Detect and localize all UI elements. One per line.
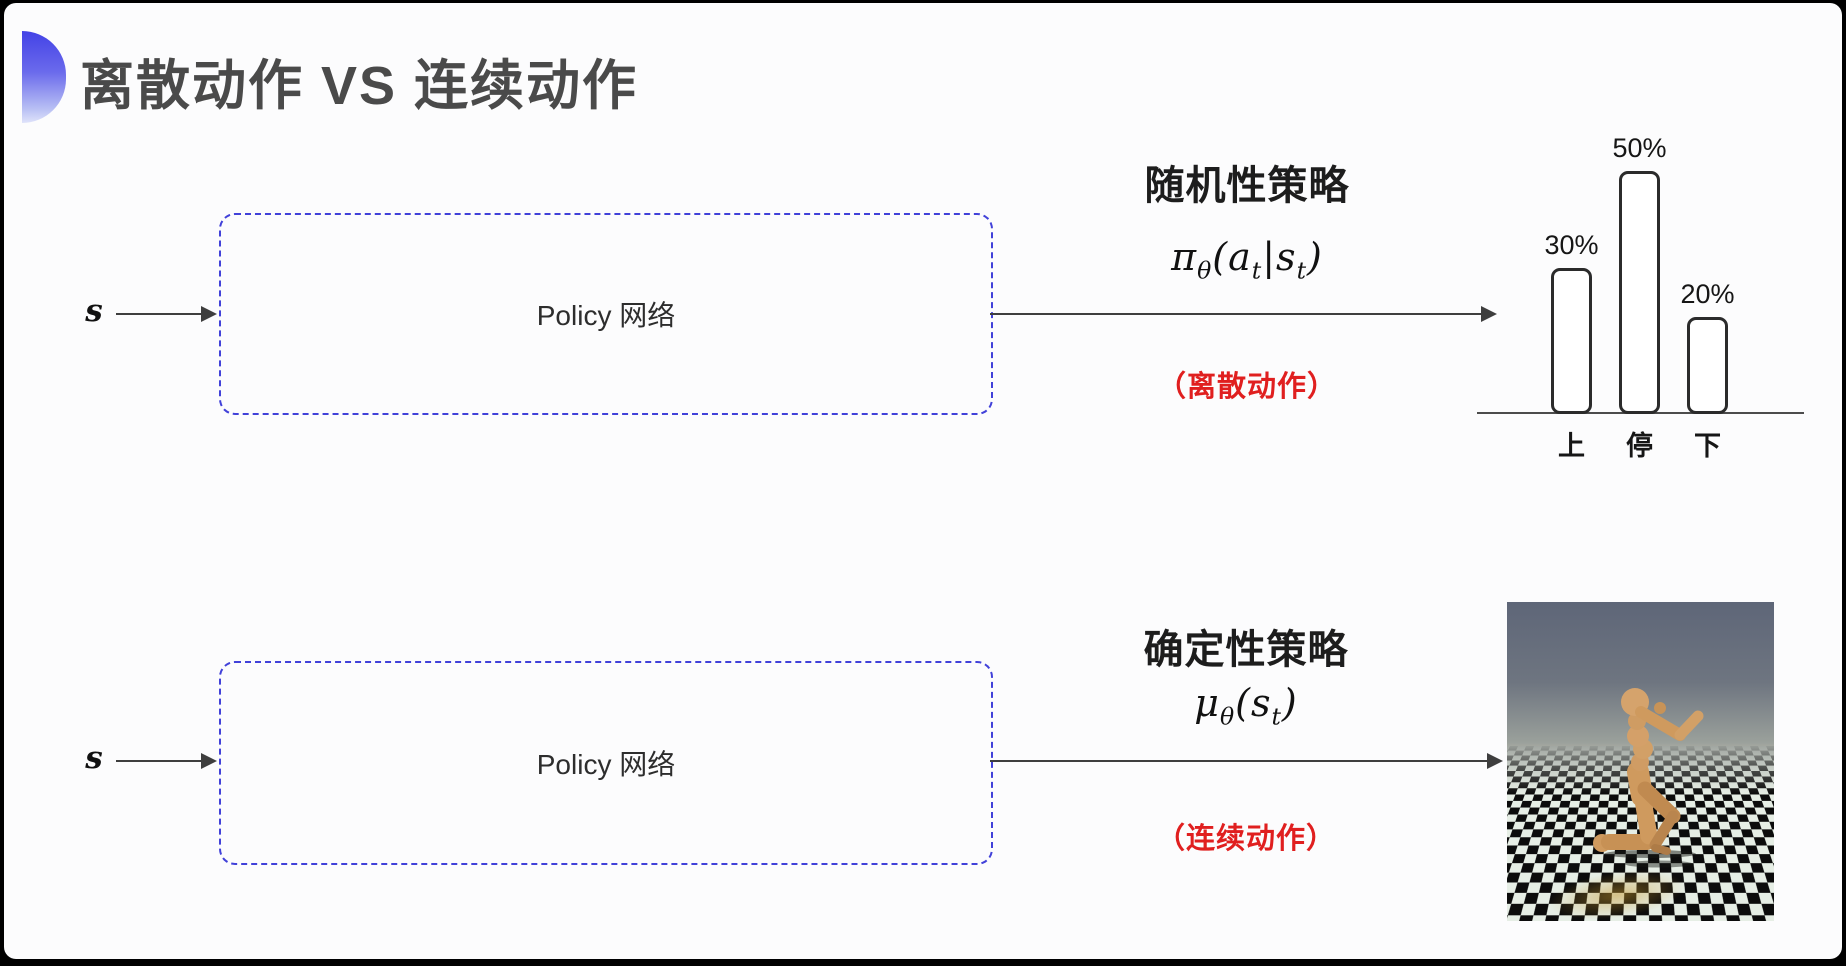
humanoid-simulation-image [1507,602,1774,921]
category-label-stop: 停 [1626,431,1653,461]
bar-column-stop: 50% [1612,133,1667,414]
humanoid-head-arm [1621,688,1704,741]
deterministic-policy-title: 确定性策略 [1143,628,1349,672]
policy-network-box-bottom: Policy 网络 [219,661,993,865]
bar-down [1687,317,1728,414]
policy-network-label-top: Policy 网络 [536,300,676,331]
stochastic-policy-formula: πθ(at|st) [1171,235,1323,285]
stochastic-policy-title: 随机性策略 [1144,164,1350,208]
bar-value-label: 30% [1544,230,1599,260]
humanoid-front-leg [1637,781,1681,855]
slide-canvas: 离散动作 VS 连续动作 s Policy 网络 随机性策略 πθ(at|st)… [4,3,1842,959]
humanoid-shadow [1604,850,1696,868]
state-input-label-top: s [85,293,103,329]
bar-column-up: 30% [1544,230,1599,414]
bar-value-label: 20% [1680,279,1735,309]
title-accent-shape [22,31,66,123]
humanoid-back-leg [1593,791,1658,852]
category-label-down: 下 [1694,431,1721,461]
bar-column-down: 20% [1680,279,1735,414]
bar-up [1551,268,1592,414]
policy-network-box-top: Policy 网络 [219,213,993,415]
discrete-action-note: （离散动作） [1156,371,1337,403]
page-title: 离散动作 VS 连续动作 [80,56,639,116]
continuous-action-note: （连续动作） [1155,823,1336,855]
input-arrow-top [116,306,217,322]
bar-stop [1619,171,1660,414]
output-arrow-bottom [990,753,1503,769]
state-input-label-bottom: s [85,740,103,776]
policy-network-label-bottom: Policy 网络 [536,749,676,780]
humanoid-robot-graphic [1593,688,1704,868]
input-arrow-bottom [116,753,217,769]
bar-value-label: 50% [1612,133,1667,163]
action-probability-chart: 30% 50% 20% 上 停 下 [1477,129,1804,461]
deterministic-policy-formula: μθ(st) [1194,681,1298,731]
category-label-up: 上 [1558,431,1585,461]
output-arrow-top [990,306,1497,322]
